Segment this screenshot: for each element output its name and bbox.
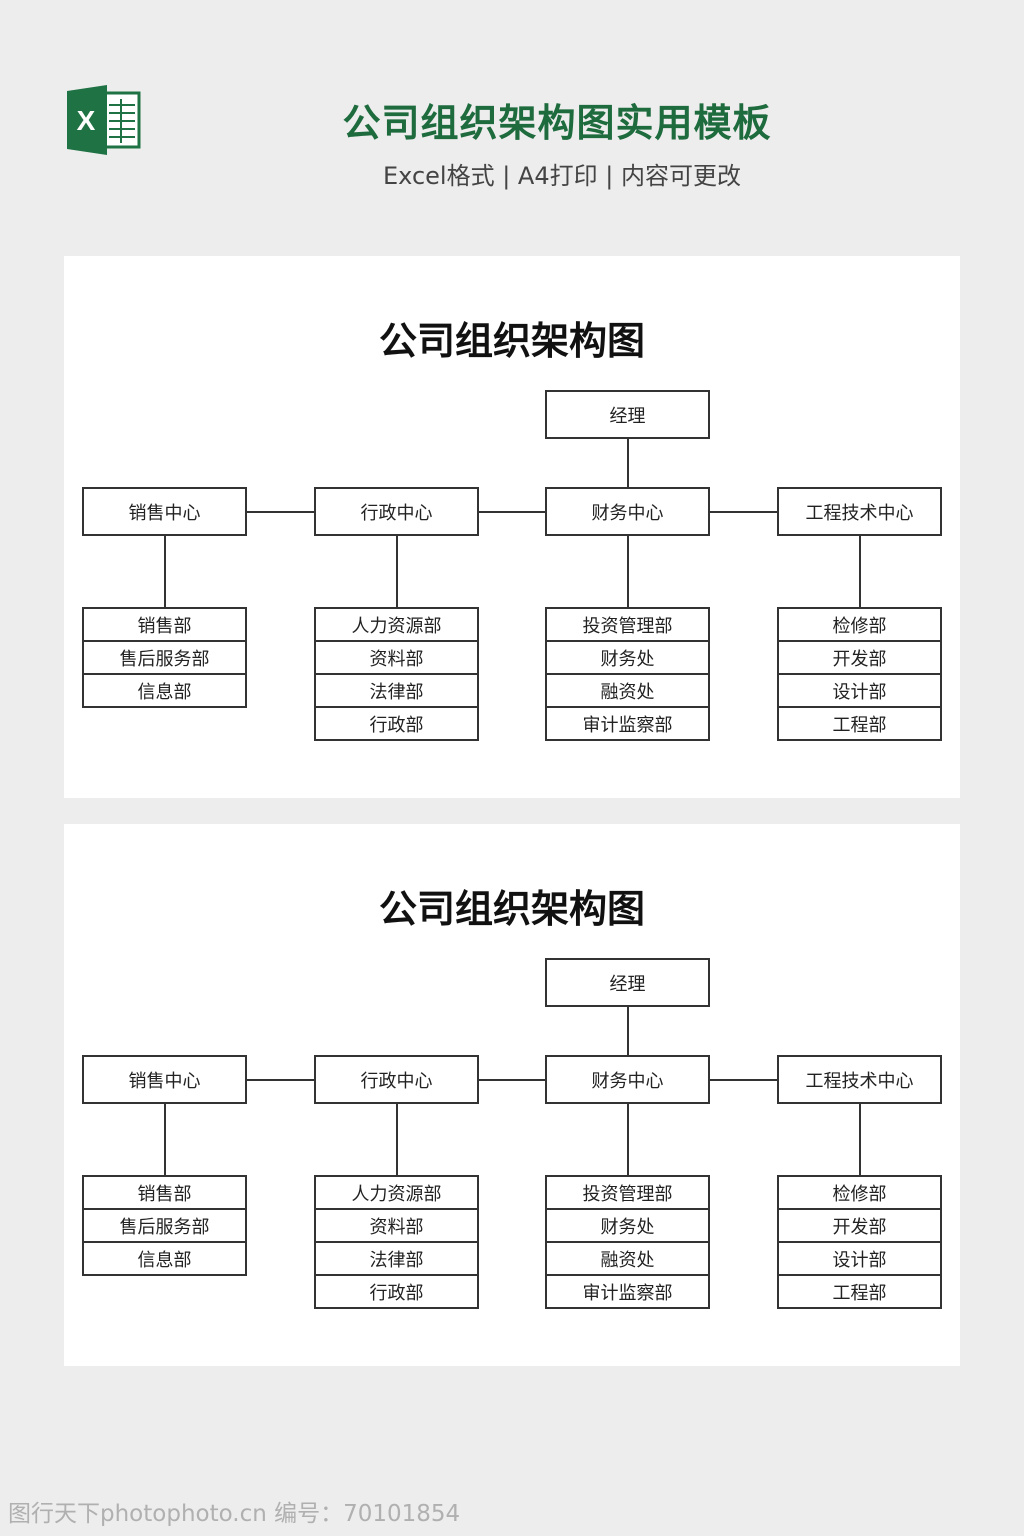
department-item: 行政部 (369, 1282, 424, 1304)
department-item: 设计部 (779, 1243, 940, 1276)
page-title: 公司组织架构图实用模板 (342, 101, 772, 145)
department-list: 人力资源部资料部法律部行政部 (314, 607, 479, 741)
connector-line (858, 1104, 861, 1175)
connector-line (479, 510, 545, 513)
org-chart-title: 公司组织架构图 (378, 887, 645, 931)
connector-line (163, 1104, 166, 1175)
center-box: 工程技术中心 (777, 1055, 942, 1104)
department-item: 信息部 (137, 1249, 192, 1271)
excel-logo-icon: X (67, 85, 141, 155)
department-item: 检修部 (779, 1177, 940, 1210)
center-box: 行政中心 (314, 487, 479, 536)
org-chart-title: 公司组织架构图 (378, 319, 645, 363)
department-item: 销售部 (84, 1177, 245, 1210)
department-item: 投资管理部 (547, 609, 708, 642)
department-item: 投资管理部 (547, 1177, 708, 1210)
center-box: 销售中心 (82, 487, 247, 536)
connector-line (626, 1007, 629, 1055)
department-list: 销售部售后服务部信息部 (82, 607, 247, 708)
connector-line (710, 510, 777, 513)
connector-line (710, 1078, 777, 1081)
connector-line (479, 1078, 545, 1081)
department-list: 检修部开发部设计部工程部 (777, 607, 942, 741)
department-item: 售后服务部 (84, 642, 245, 675)
department-list: 投资管理部财务处融资处审计监察部 (545, 607, 710, 741)
department-item: 人力资源部 (316, 1177, 477, 1210)
watermark-text: 图行天下photophoto.cn 编号：70101854 (8, 1501, 461, 1527)
department-item: 融资处 (547, 675, 708, 708)
department-item: 工程部 (832, 714, 887, 736)
connector-line (395, 536, 398, 607)
department-item: 财务处 (547, 1210, 708, 1243)
department-item: 资料部 (316, 1210, 477, 1243)
connector-line (247, 1078, 314, 1081)
department-item: 资料部 (316, 642, 477, 675)
org-chart-panel: 公司组织架构图经理销售中心销售部售后服务部信息部 行政中心人力资源部资料部法律部行… (64, 256, 960, 798)
department-list: 检修部开发部设计部工程部 (777, 1175, 942, 1309)
department-item: 开发部 (779, 642, 940, 675)
center-box: 销售中心 (82, 1055, 247, 1104)
department-item: 法律部 (316, 1243, 477, 1276)
logo-letter: X (77, 105, 96, 136)
department-item: 售后服务部 (84, 1210, 245, 1243)
center-box: 财务中心 (545, 1055, 710, 1104)
connector-line (858, 536, 861, 607)
connector-line (395, 1104, 398, 1175)
department-item: 财务处 (547, 642, 708, 675)
department-list: 投资管理部财务处融资处审计监察部 (545, 1175, 710, 1309)
department-item: 人力资源部 (316, 609, 477, 642)
department-item: 审计监察部 (582, 1282, 673, 1304)
department-item: 开发部 (779, 1210, 940, 1243)
page-subtitle: Excel格式 | A4打印 | 内容可更改 (383, 162, 741, 190)
center-box: 工程技术中心 (777, 487, 942, 536)
department-item: 检修部 (779, 609, 940, 642)
manager-box: 经理 (545, 958, 710, 1007)
org-chart-panel: 公司组织架构图经理销售中心销售部售后服务部信息部 行政中心人力资源部资料部法律部行… (64, 824, 960, 1366)
department-item: 信息部 (137, 681, 192, 703)
department-item: 法律部 (316, 675, 477, 708)
connector-line (163, 536, 166, 607)
department-item: 工程部 (832, 1282, 887, 1304)
department-item: 销售部 (84, 609, 245, 642)
manager-box: 经理 (545, 390, 710, 439)
department-item: 行政部 (369, 714, 424, 736)
department-list: 销售部售后服务部信息部 (82, 1175, 247, 1276)
department-item: 设计部 (779, 675, 940, 708)
connector-line (626, 439, 629, 487)
center-box: 财务中心 (545, 487, 710, 536)
connector-line (626, 536, 629, 607)
department-item: 融资处 (547, 1243, 708, 1276)
department-list: 人力资源部资料部法律部行政部 (314, 1175, 479, 1309)
connector-line (626, 1104, 629, 1175)
department-item: 审计监察部 (582, 714, 673, 736)
connector-line (247, 510, 314, 513)
center-box: 行政中心 (314, 1055, 479, 1104)
